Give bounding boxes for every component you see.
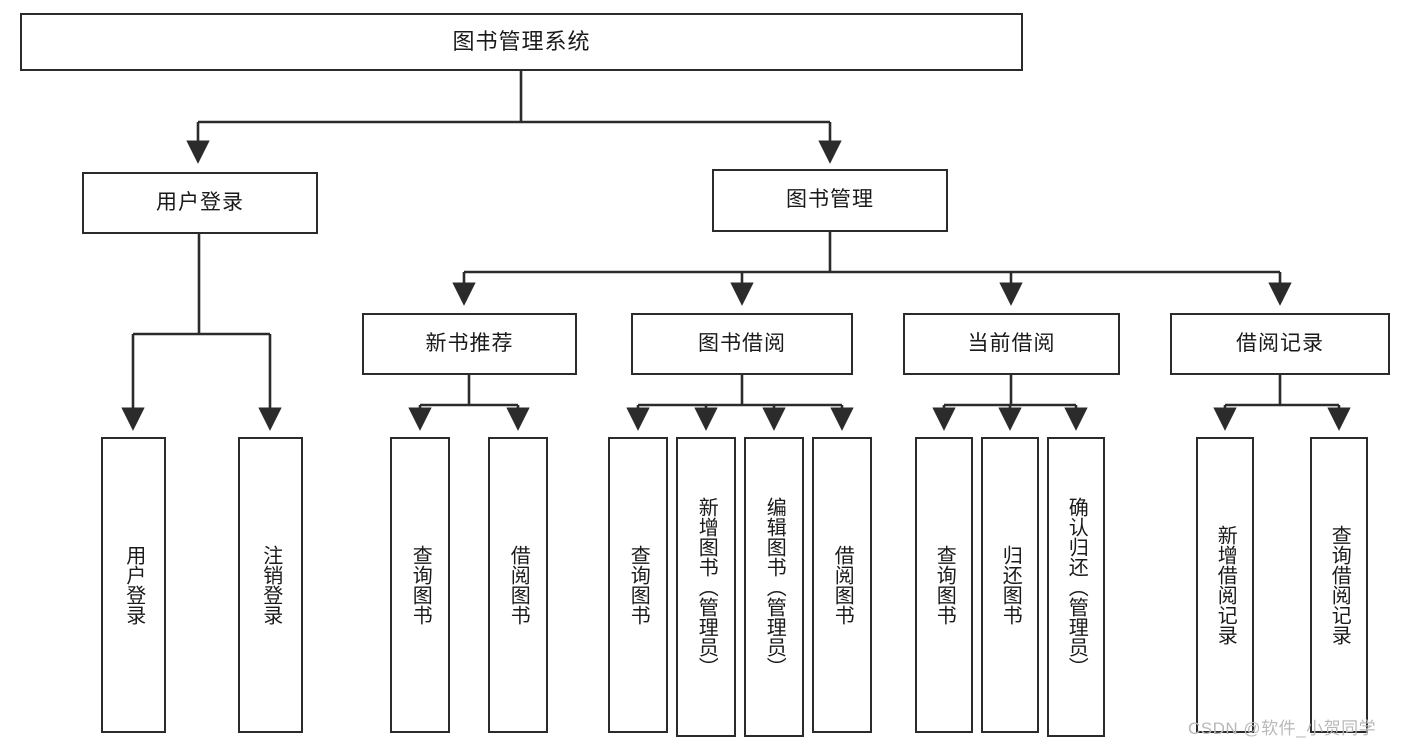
node-label: 当前借阅 bbox=[967, 331, 1056, 355]
node-label: 图书借阅 bbox=[698, 331, 786, 355]
leaf-user-login[interactable]: 用户登录 bbox=[101, 437, 166, 733]
leaf-logout-login[interactable]: 注销登录 bbox=[238, 437, 303, 733]
leaf-add-borrow-record[interactable]: 新增借阅记录 bbox=[1196, 437, 1254, 733]
node-label: 编辑图书（管理员） bbox=[763, 497, 786, 677]
node-label: 新增借阅记录 bbox=[1214, 525, 1237, 645]
node-label: 查询图书 bbox=[933, 545, 956, 625]
leaf-query-book-recommend[interactable]: 查询图书 bbox=[390, 437, 450, 733]
leaf-return-book[interactable]: 归还图书 bbox=[981, 437, 1039, 733]
csdn-watermark: CSDN @软件_小贺同学 bbox=[1188, 719, 1377, 738]
leaf-add-book-admin[interactable]: 新增图书（管理员） bbox=[676, 437, 736, 737]
node-new-book-recommend[interactable]: 新书推荐 bbox=[362, 313, 577, 375]
node-label: 用户登录 bbox=[156, 190, 244, 214]
node-label: 查询借阅记录 bbox=[1328, 525, 1351, 645]
leaf-query-book-borrow[interactable]: 查询图书 bbox=[608, 437, 668, 733]
node-user-login[interactable]: 用户登录 bbox=[82, 172, 318, 234]
leaf-query-borrow-record[interactable]: 查询借阅记录 bbox=[1310, 437, 1368, 733]
leaf-borrow-book-recommend[interactable]: 借阅图书 bbox=[488, 437, 548, 733]
node-label: 借阅记录 bbox=[1236, 331, 1324, 355]
node-label: 查询图书 bbox=[409, 545, 432, 625]
node-label: 注销登录 bbox=[259, 545, 282, 625]
node-label: 用户登录 bbox=[122, 545, 145, 625]
node-label: 归还图书 bbox=[999, 545, 1022, 625]
node-label: 新增图书（管理员） bbox=[695, 497, 718, 677]
node-label: 图书管理系统 bbox=[452, 29, 591, 55]
node-label: 借阅图书 bbox=[507, 545, 530, 625]
node-book-management[interactable]: 图书管理 bbox=[712, 169, 948, 232]
node-label: 新书推荐 bbox=[425, 331, 514, 355]
leaf-borrow-book-borrow[interactable]: 借阅图书 bbox=[812, 437, 872, 733]
node-book-borrow[interactable]: 图书借阅 bbox=[631, 313, 853, 375]
leaf-confirm-return-admin[interactable]: 确认归还（管理员） bbox=[1047, 437, 1105, 737]
node-borrow-record[interactable]: 借阅记录 bbox=[1170, 313, 1390, 375]
leaf-edit-book-admin[interactable]: 编辑图书（管理员） bbox=[744, 437, 804, 737]
leaf-query-book-current[interactable]: 查询图书 bbox=[915, 437, 973, 733]
node-current-borrow[interactable]: 当前借阅 bbox=[903, 313, 1120, 375]
node-label: 确认归还（管理员） bbox=[1065, 497, 1088, 677]
node-label: 借阅图书 bbox=[831, 545, 854, 625]
node-label: 查询图书 bbox=[627, 545, 650, 625]
node-root-book-management-system[interactable]: 图书管理系统 bbox=[20, 13, 1023, 71]
node-label: 图书管理 bbox=[786, 188, 874, 212]
